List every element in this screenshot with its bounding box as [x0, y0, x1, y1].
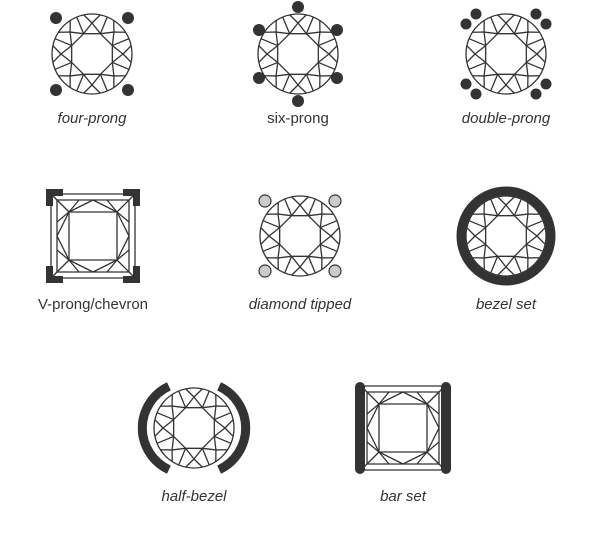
gem-table	[486, 34, 527, 75]
bar-left	[355, 382, 365, 474]
setting-four-prong: four-prong	[0, 4, 192, 174]
gem-table	[280, 216, 321, 257]
gem-girdle	[154, 388, 234, 468]
setting-six-prong: six-prong	[198, 4, 398, 174]
bezel-set-diagram	[456, 186, 556, 286]
bar-right	[441, 382, 451, 474]
prong	[531, 9, 542, 20]
diamond-tip	[259, 195, 271, 207]
prong	[531, 89, 542, 100]
gem-girdle	[52, 14, 132, 94]
setting-bezel-set: bezel set	[406, 186, 600, 356]
setting-diamond-tipped: diamond tipped	[200, 186, 400, 356]
v-prong-chevron-diagram	[43, 186, 143, 286]
setting-label: bezel set	[406, 296, 600, 314]
setting-v-prong-chevron: V-prong/chevron	[0, 186, 193, 356]
setting-label: six-prong	[198, 110, 398, 128]
prong	[122, 84, 134, 96]
setting-label: double-prong	[406, 110, 600, 128]
prong	[331, 72, 343, 84]
gem-facets	[466, 196, 546, 276]
prong	[50, 84, 62, 96]
prong	[292, 95, 304, 107]
prong	[471, 9, 482, 20]
prong	[122, 12, 134, 24]
prong	[292, 1, 304, 13]
gem-girdle	[466, 14, 546, 94]
setting-label: four-prong	[0, 110, 192, 128]
setting-bar-set: bar set	[303, 378, 503, 548]
prong	[461, 19, 472, 30]
diamond-tip	[259, 265, 271, 277]
gem-girdle	[466, 196, 546, 276]
diamond-tipped-diagram	[250, 186, 350, 286]
gem-girdle	[258, 14, 338, 94]
prong	[461, 79, 472, 90]
gem-facets	[258, 14, 338, 94]
gem-facets	[466, 14, 546, 94]
prong	[541, 19, 552, 30]
setting-label: half-bezel	[94, 488, 294, 506]
gem-girdle	[260, 196, 340, 276]
bar-set-diagram	[353, 378, 453, 478]
gem-table	[69, 212, 117, 260]
diamond-tip	[329, 265, 341, 277]
prong	[253, 72, 265, 84]
gem-table	[486, 216, 527, 257]
gem-facets	[260, 196, 340, 276]
prong	[253, 24, 265, 36]
double-prong-diagram	[456, 4, 556, 104]
prong	[541, 79, 552, 90]
setting-double-prong: double-prong	[406, 4, 600, 174]
setting-label: bar set	[303, 488, 503, 506]
diamond-tip	[329, 195, 341, 207]
setting-half-bezel: half-bezel	[94, 378, 294, 548]
half-bezel-diagram	[144, 378, 244, 478]
gem-table	[379, 404, 427, 452]
four-prong-diagram	[42, 4, 142, 104]
gem-facets	[361, 386, 445, 470]
gem-facets	[52, 14, 132, 94]
setting-label: V-prong/chevron	[0, 296, 193, 314]
gem-facets	[51, 194, 135, 278]
prong	[50, 12, 62, 24]
half-bezel-left	[142, 386, 169, 469]
prong	[471, 89, 482, 100]
six-prong-diagram	[248, 4, 348, 104]
gem-table	[72, 34, 113, 75]
half-bezel-right	[219, 386, 246, 469]
setting-label: diamond tipped	[200, 296, 400, 314]
gem-facets	[154, 388, 234, 468]
gem-table	[278, 34, 319, 75]
prong	[331, 24, 343, 36]
gem-table	[174, 408, 215, 449]
